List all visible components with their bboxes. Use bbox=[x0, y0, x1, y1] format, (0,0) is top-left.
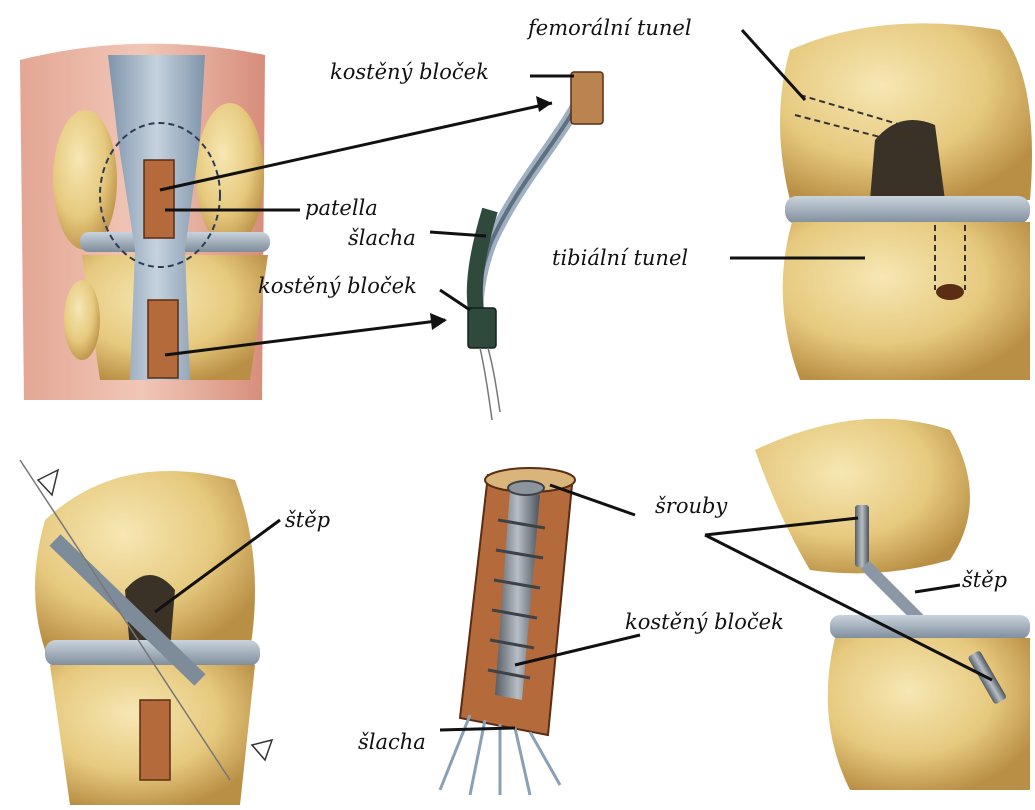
femoral-screw bbox=[855, 505, 869, 567]
arrow-out-icon bbox=[252, 740, 272, 760]
label-patella: patella bbox=[305, 198, 378, 219]
panel-screw bbox=[440, 468, 575, 795]
label-graft-left: štěp bbox=[285, 510, 330, 531]
tibial-window bbox=[140, 700, 170, 780]
leader-graft-right bbox=[915, 585, 960, 592]
harvest-window-tibia bbox=[148, 300, 178, 378]
arrowhead-top bbox=[536, 96, 552, 112]
leader-bone-block-mid bbox=[440, 290, 470, 310]
label-graft-right: štěp bbox=[962, 570, 1007, 591]
tibia bbox=[783, 222, 1030, 380]
graft-bone-block-top bbox=[571, 72, 603, 124]
graft-strand bbox=[478, 90, 585, 320]
harvest-window-patella bbox=[144, 160, 174, 238]
label-femoral-tunnel: femorální tunel bbox=[528, 18, 692, 39]
screw-head bbox=[508, 481, 544, 495]
tibial-plateau-meniscus bbox=[785, 196, 1030, 224]
tibial-tunnel-opening bbox=[936, 284, 964, 300]
label-bone-block-mid: kostěný bloček bbox=[258, 276, 417, 297]
label-screws: šrouby bbox=[655, 496, 727, 517]
tibial-plateau bbox=[830, 615, 1030, 639]
panel-graft-pass bbox=[20, 460, 272, 805]
label-bone-block-bottom: kostěný bloček bbox=[625, 612, 784, 633]
fibula bbox=[64, 280, 100, 360]
arrowhead-bottom bbox=[430, 313, 447, 330]
graft-bone-block-bottom bbox=[468, 308, 496, 348]
panel-fixation bbox=[755, 419, 1030, 790]
label-tendon-bottom: šlacha bbox=[358, 732, 426, 753]
tibia-side bbox=[828, 638, 1030, 790]
label-tibial-tunnel: tibiální tunel bbox=[552, 248, 688, 269]
leader-tendon-bottom bbox=[440, 728, 515, 730]
label-tendon-mid: šlacha bbox=[348, 228, 416, 249]
panel-tunnels bbox=[780, 23, 1032, 380]
label-bone-block-top: kostěný bloček bbox=[330, 62, 489, 83]
